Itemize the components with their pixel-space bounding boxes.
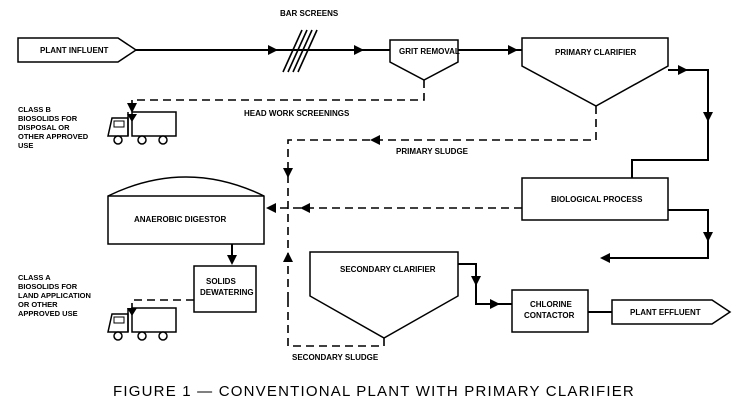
- figure-caption: FIGURE 1 — CONVENTIONAL PLANT WITH PRIMA…: [113, 383, 635, 400]
- class-a-line-4: OR OTHER: [18, 300, 58, 309]
- class-b-text: CLASS B BIOSOLIDS FOR DISPOSAL OR OTHER …: [18, 105, 89, 150]
- arrow-icon: [471, 276, 481, 286]
- biological-process-label: BIOLOGICAL PROCESS: [551, 195, 643, 204]
- class-b-line-2: BIOSOLIDS FOR: [18, 114, 78, 123]
- head-work-screenings-label: HEAD WORK SCREENINGS: [244, 109, 350, 118]
- chlorine-contactor-label-2: CONTACTOR: [524, 311, 575, 320]
- grit-removal-label: GRIT REMOVAL: [399, 47, 460, 56]
- chlorine-contactor-node: CHLORINE CONTACTOR: [511, 289, 589, 333]
- class-b-line-5: USE: [18, 141, 33, 150]
- class-a-line-2: BIOSOLIDS FOR: [18, 282, 78, 291]
- dewatering-to-truck-line: [131, 299, 194, 308]
- class-a-text: CLASS A BIOSOLIDS FOR LAND APPLICATION O…: [18, 273, 91, 318]
- secondary-clarifier-node: SECONDARY CLARIFIER: [309, 251, 459, 339]
- arrow-icon: [266, 203, 276, 213]
- biological-process-node: BIOLOGICAL PROCESS: [521, 177, 669, 221]
- solids-dewatering-label-1: SOLIDS: [206, 277, 236, 286]
- class-b-line-4: OTHER APPROVED: [18, 132, 89, 141]
- arrow-icon: [268, 45, 278, 55]
- primary-clarifier-label: PRIMARY CLARIFIER: [555, 48, 637, 57]
- arrow-icon: [703, 232, 713, 242]
- anaerobic-digestor-label: ANAEROBIC DIGESTOR: [134, 215, 227, 224]
- solids-dewatering-node: SOLIDS DEWATERING: [193, 265, 257, 313]
- plant-influent-node: PLANT INFLUENT: [17, 37, 138, 63]
- chlorine-contactor-label-1: CHLORINE: [530, 300, 572, 309]
- head-work-screenings-line: [131, 80, 425, 112]
- plant-influent-label: PLANT INFLUENT: [40, 46, 109, 55]
- solids-dewatering-label-2: DEWATERING: [200, 288, 254, 297]
- plant-effluent-label: PLANT EFFLUENT: [630, 308, 701, 317]
- primary-sludge-line: [287, 106, 597, 300]
- class-a-line-5: APPROVED USE: [18, 309, 78, 318]
- arrow-icon: [508, 45, 518, 55]
- primary-sludge-label: PRIMARY SLUDGE: [396, 147, 469, 156]
- secondary-effluent-line: [458, 263, 512, 305]
- truck-icon-class-a: [107, 307, 177, 341]
- arrow-icon: [678, 65, 688, 75]
- bar-screens-symbol: [282, 29, 318, 73]
- class-a-line-3: LAND APPLICATION: [18, 291, 91, 300]
- arrow-icon: [283, 168, 293, 178]
- anaerobic-digestor-node: ANAEROBIC DIGESTOR: [107, 176, 265, 245]
- arrow-icon: [300, 203, 310, 213]
- class-a-line-1: CLASS A: [18, 273, 51, 282]
- arrow-icon: [600, 253, 610, 263]
- bar-screens-label: BAR SCREENS: [280, 9, 339, 18]
- primary-clarifier-node: PRIMARY CLARIFIER: [521, 37, 669, 107]
- arrow-icon: [370, 135, 380, 145]
- arrow-icon: [283, 252, 293, 262]
- arrow-icon: [127, 103, 137, 113]
- arrow-icon: [490, 299, 500, 309]
- secondary-sludge-label: SECONDARY SLUDGE: [292, 353, 379, 362]
- primary-effluent-line: [631, 69, 709, 178]
- grit-removal-node: GRIT REMOVAL: [389, 39, 460, 81]
- plant-effluent-node: PLANT EFFLUENT: [611, 299, 732, 325]
- truck-icon-class-b: [107, 111, 177, 145]
- class-b-line-1: CLASS B: [18, 105, 52, 114]
- arrow-icon: [703, 112, 713, 122]
- secondary-clarifier-label: SECONDARY CLARIFIER: [340, 265, 436, 274]
- arrow-icon: [227, 255, 237, 265]
- arrow-icon: [354, 45, 364, 55]
- secondary-sludge-line: [287, 300, 385, 347]
- class-b-line-3: DISPOSAL OR: [18, 123, 70, 132]
